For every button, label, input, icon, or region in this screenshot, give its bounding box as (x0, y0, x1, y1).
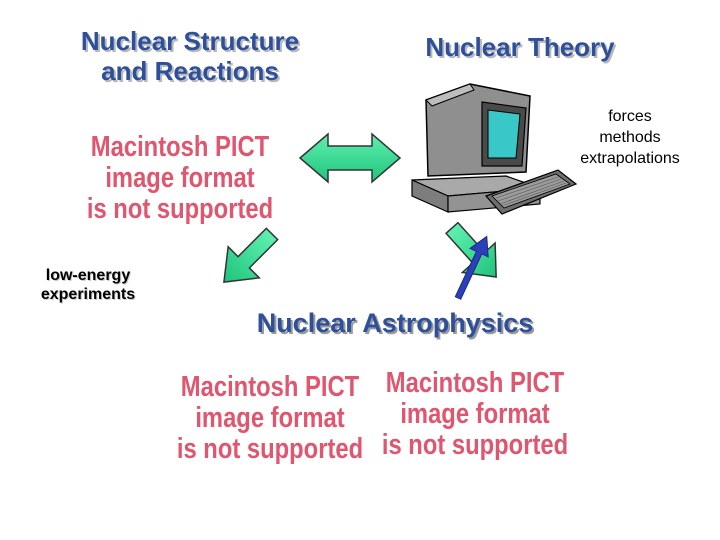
label-theory-topics: forces methods extrapolations (580, 108, 680, 167)
title-nuclear-structure: Nuclear Structure and Reactions (80, 26, 300, 86)
label-low-energy-experiments: low-energy experiments (40, 267, 136, 303)
title-nuclear-theory: Nuclear Theory (425, 32, 615, 62)
pict-placeholder-bottom-right: Macintosh PICT image format is not suppo… (381, 367, 569, 461)
pict-placeholder-top-left: Macintosh PICT image format is not suppo… (86, 131, 274, 225)
arrow-astrophysics-to-theory (454, 235, 489, 300)
arrow-structure-to-astrophysics (223, 227, 279, 283)
computer-icon (411, 83, 578, 215)
double-arrow-structure-theory (298, 132, 402, 184)
pict-placeholder-bottom-left: Macintosh PICT image format is not suppo… (176, 371, 364, 465)
title-nuclear-astrophysics: Nuclear Astrophysics (256, 308, 534, 338)
